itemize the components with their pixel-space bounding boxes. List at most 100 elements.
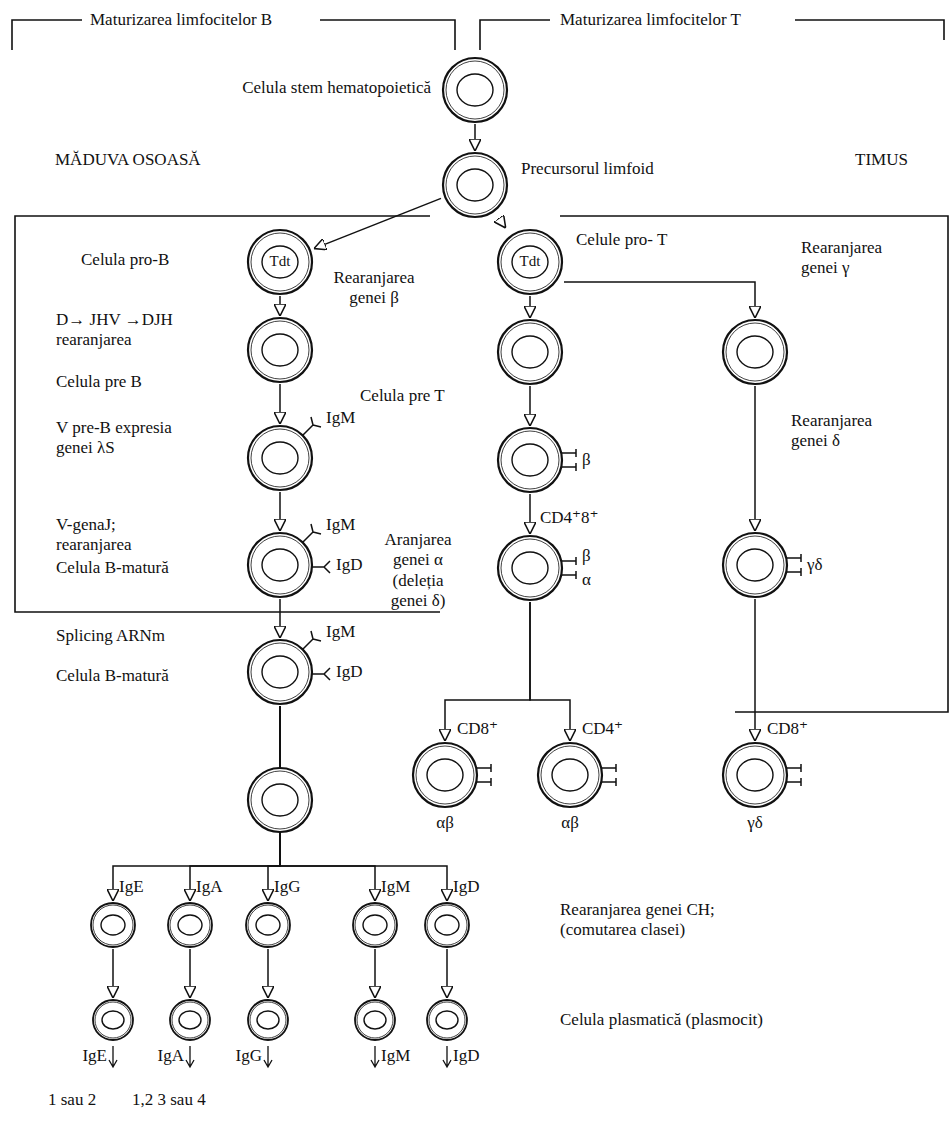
cell-membrane xyxy=(498,320,562,384)
cell-label: IgD xyxy=(336,555,362,575)
cell-membrane xyxy=(498,428,562,492)
cell-label: IgM xyxy=(381,1046,410,1066)
cell-membrane xyxy=(501,431,559,489)
cell-label: CD8⁺ xyxy=(457,719,498,739)
arrow-connector xyxy=(279,384,281,424)
cell-label: CD4⁺ xyxy=(582,719,623,739)
cell-membrane xyxy=(251,643,309,701)
cell-membrane xyxy=(446,156,504,214)
cell-membrane xyxy=(353,903,397,947)
cell-membrane xyxy=(248,318,312,382)
cell-shape xyxy=(246,424,314,492)
cell-nucleus xyxy=(512,444,548,476)
cell-nucleus xyxy=(737,549,773,581)
cell-label: IgM xyxy=(381,877,410,897)
cell-shape xyxy=(246,316,314,384)
cell-nucleus xyxy=(512,336,548,368)
cell-membrane xyxy=(723,320,787,384)
cell-shape xyxy=(246,998,290,1042)
arrow-connector xyxy=(529,494,531,534)
arrow-connector xyxy=(112,949,114,998)
cell-membrane xyxy=(357,1002,393,1038)
cell-label: Tdt xyxy=(496,252,564,270)
cell-label: CD4⁺8⁺ xyxy=(540,508,599,528)
cell-node: IgE xyxy=(89,901,137,949)
cell-membrane xyxy=(726,746,784,804)
cell-node: Aranjarea genei α (deleția genei δ)CD4⁺8… xyxy=(496,534,564,602)
cell-shape xyxy=(425,998,469,1042)
cell-label: Rearanjarea genei δ xyxy=(791,411,901,452)
cell-membrane xyxy=(170,905,210,945)
cell-label: IgD xyxy=(336,662,362,682)
bracket-line xyxy=(12,20,82,50)
arrow-connector xyxy=(499,219,505,228)
cell-membrane xyxy=(541,746,599,804)
cell-node: Celula stem hematopoietică xyxy=(441,56,509,124)
cell-label: V-genaJ; rearanjarea xyxy=(56,515,186,556)
cell-nucleus xyxy=(179,1011,201,1029)
cell-node: TdtCelule pro- T xyxy=(496,228,564,296)
cell-membrane xyxy=(723,533,787,597)
cell-node: CD8⁺γδ xyxy=(721,741,789,809)
cell-label: CD8⁺ xyxy=(767,719,808,739)
cell-label: Precursorul limfoid xyxy=(521,159,654,179)
cell-label: Celule pro- T xyxy=(576,230,667,250)
cell-label: IgG xyxy=(236,1046,262,1066)
arrow-connector xyxy=(529,386,531,426)
cell-nucleus xyxy=(364,1011,386,1029)
cell-membrane xyxy=(172,1002,208,1038)
cell-shape xyxy=(496,318,564,386)
receptor-symbol xyxy=(303,524,321,542)
cell-label: Tdt xyxy=(246,252,314,270)
receptor-symbol xyxy=(562,449,576,471)
arrow-connector xyxy=(279,492,281,531)
cell-label: Celula B-matură xyxy=(56,666,169,686)
cell-nucleus xyxy=(256,915,280,935)
cell-nucleus xyxy=(262,549,298,581)
cell-shape xyxy=(721,318,789,386)
cell-label: Celula pre T xyxy=(360,386,445,406)
arrow-connector xyxy=(754,386,756,531)
cell-membrane xyxy=(248,640,312,704)
cell-nucleus xyxy=(178,915,202,935)
cell-membrane xyxy=(427,905,467,945)
cell-node: Splicing ARNmIgMIgDCelula B-matură xyxy=(246,638,314,706)
cell-nucleus xyxy=(457,74,493,106)
cell-membrane xyxy=(248,426,312,490)
cell-node: TdtCelula pro-B xyxy=(246,228,314,296)
cell-shape xyxy=(496,534,564,602)
arrow-connector xyxy=(314,198,441,248)
small-arrow xyxy=(371,1046,379,1067)
cell-label: Celula stem hematopoietică xyxy=(242,78,431,98)
receptor-symbol xyxy=(562,557,576,579)
small-arrow xyxy=(264,1046,272,1067)
region-outline xyxy=(560,216,948,712)
cell-membrane xyxy=(248,905,288,945)
cell-node: IgA xyxy=(166,901,214,949)
cell-node: IgG xyxy=(244,901,292,949)
cell-shape xyxy=(246,531,314,599)
arrow-connector xyxy=(446,949,448,998)
cell-membrane xyxy=(416,746,474,804)
cell-node: Rearanjarea genei β xyxy=(496,318,564,386)
small-arrow xyxy=(186,1046,194,1067)
cell-membrane xyxy=(251,429,309,487)
cell-label: IgM xyxy=(326,515,355,535)
cell-membrane xyxy=(251,321,309,379)
cell-membrane xyxy=(168,903,212,947)
cell-membrane xyxy=(443,153,507,217)
cell-membrane xyxy=(501,539,559,597)
cell-node: CD4⁺αβ xyxy=(536,741,604,809)
receptor-symbol xyxy=(477,764,491,786)
cell-membrane xyxy=(429,1002,465,1038)
cell-membrane xyxy=(248,768,312,832)
cell-membrane xyxy=(251,771,309,829)
cell-nucleus xyxy=(737,759,773,791)
cell-nucleus xyxy=(262,334,298,366)
cell-node: IgD xyxy=(423,901,471,949)
cell-membrane xyxy=(443,58,507,122)
arrow-connector xyxy=(279,296,281,316)
cell-label: Celula B-matură xyxy=(56,558,169,578)
cell-membrane xyxy=(95,1002,131,1038)
